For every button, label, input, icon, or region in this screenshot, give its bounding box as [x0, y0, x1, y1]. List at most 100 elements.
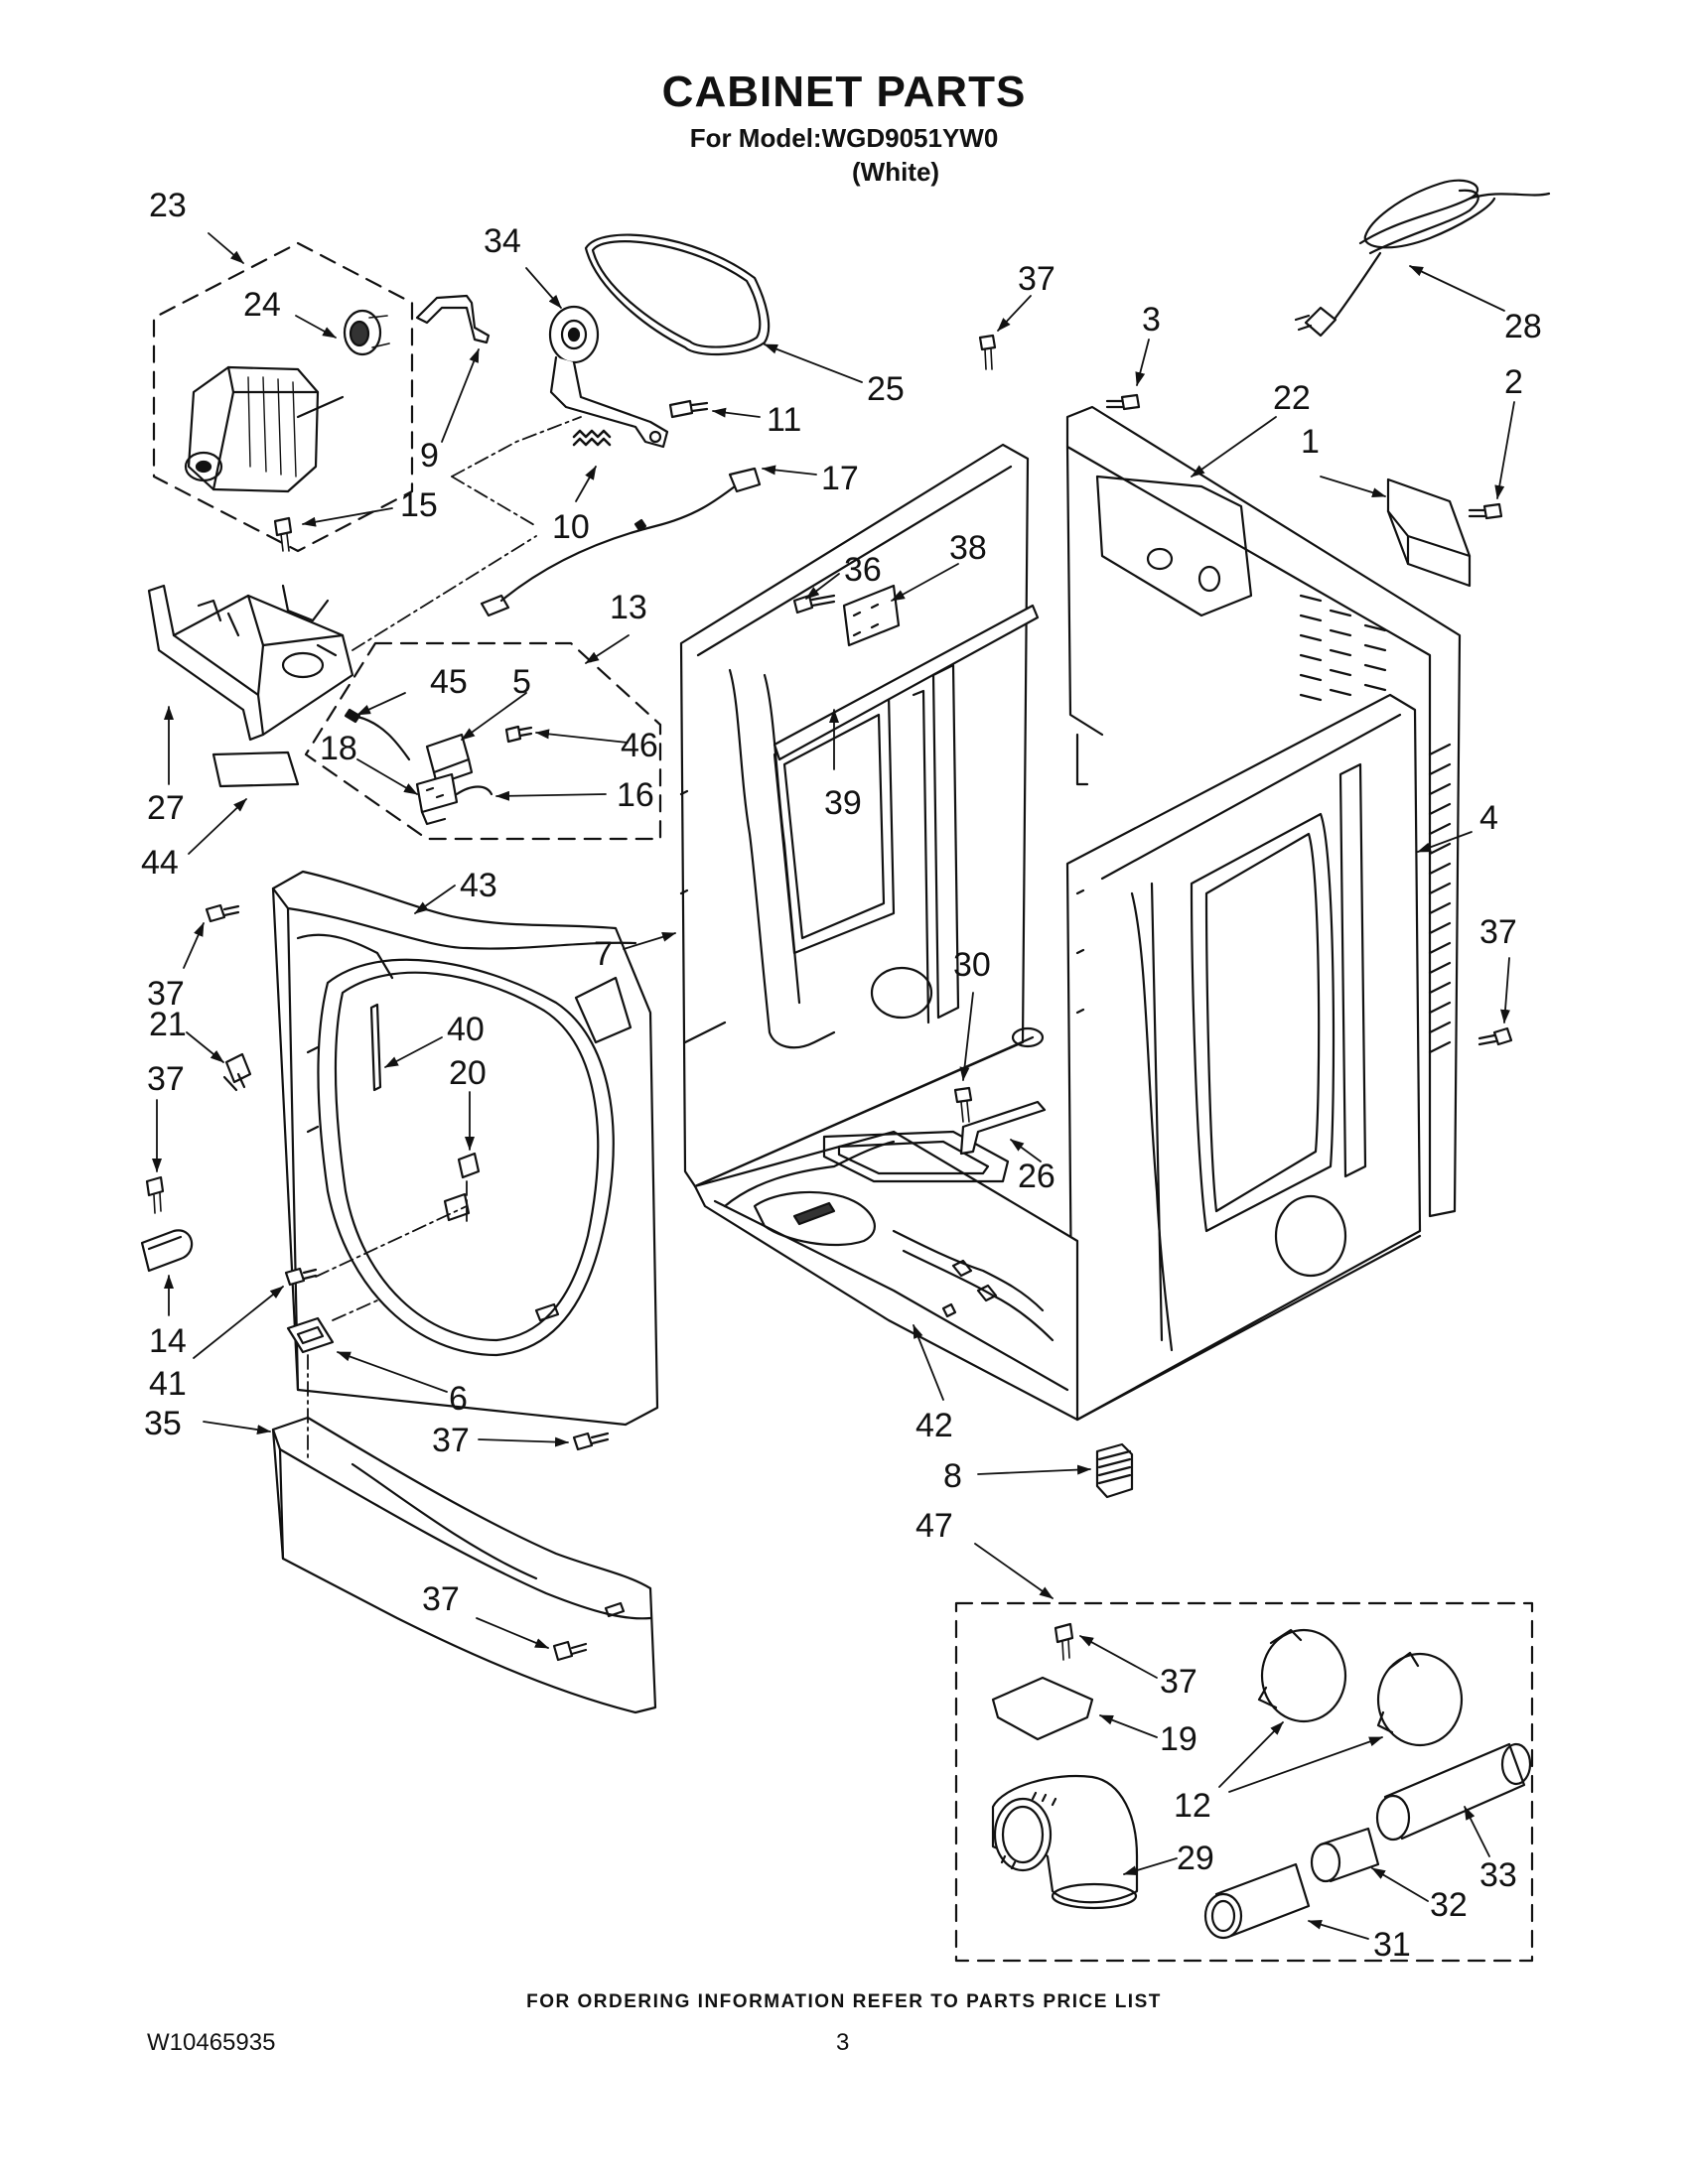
leader-lines	[152, 232, 1515, 1940]
screw-37-top-part	[978, 334, 997, 370]
page-number: 3	[836, 2029, 850, 2056]
label-44-part	[211, 751, 300, 788]
leveling-leg-part	[1095, 1442, 1134, 1499]
clip-21-part	[222, 1052, 252, 1092]
callout-34: 34	[484, 222, 521, 260]
callout-37-kit: 37	[1160, 1663, 1197, 1701]
ordering-note: FOR ORDERING INFORMATION REFER TO PARTS …	[526, 1991, 1162, 2012]
callout-46: 46	[621, 727, 658, 764]
switch-assembly-outline	[304, 641, 662, 841]
rear-vents-part	[1428, 743, 1452, 1054]
callout-21: 21	[149, 1006, 187, 1043]
screw-46-part	[504, 725, 533, 744]
callout-4: 4	[1479, 799, 1498, 837]
callout-9: 9	[420, 437, 439, 475]
vent-hood-12b-part	[1376, 1651, 1464, 1747]
callout-29: 29	[1177, 1840, 1214, 1877]
cabinet-base-part	[693, 1026, 1079, 1422]
vent-hood-12a-part	[1257, 1628, 1347, 1723]
callout-36: 36	[844, 551, 882, 589]
screw-37-toe-part	[552, 1640, 588, 1662]
power-cord-part	[1294, 179, 1551, 338]
panel-plate-40-part	[369, 1003, 382, 1092]
door-switch-part	[344, 708, 474, 786]
motor-pulley-part	[343, 309, 390, 356]
callout-37-top: 37	[1018, 260, 1055, 298]
callout-38: 38	[949, 529, 987, 567]
callout-2: 2	[1504, 363, 1523, 401]
callout-13: 13	[610, 589, 647, 626]
elbow-29-part	[991, 1775, 1139, 1910]
screw-2-part	[1468, 502, 1503, 520]
callout-37-front-bottom: 37	[432, 1422, 470, 1459]
callout-23: 23	[149, 187, 187, 224]
callout-33: 33	[1479, 1856, 1517, 1894]
bracket-6-part	[286, 1316, 335, 1354]
idler-spring-part	[572, 429, 612, 447]
callout-41: 41	[149, 1365, 187, 1403]
callout-42: 42	[915, 1407, 953, 1444]
callout-5: 5	[512, 663, 531, 701]
model-line: For Model:WGD9051YW0	[689, 123, 999, 153]
callout-45: 45	[430, 663, 468, 701]
screw-30-part	[953, 1086, 973, 1123]
callout-11: 11	[767, 401, 801, 439]
top-bracket-part	[773, 584, 1040, 761]
toe-panel-part	[271, 1416, 657, 1714]
callout-43: 43	[460, 867, 497, 904]
callout-numbers: 23 24 9 34 25 11 17 10 15 13 45 5 46 18 …	[141, 187, 1542, 1964]
callout-22: 22	[1273, 379, 1311, 417]
callout-37-right: 37	[1479, 913, 1517, 951]
callout-37-toe: 37	[422, 1580, 460, 1618]
callout-19: 19	[1160, 1720, 1197, 1758]
callout-8: 8	[943, 1457, 962, 1495]
callout-18: 18	[320, 730, 357, 767]
callout-12: 12	[1174, 1787, 1211, 1825]
motor-mount-part	[147, 584, 354, 742]
door-strike-part	[443, 1152, 481, 1222]
callout-37-left-upper: 37	[147, 975, 185, 1013]
callout-31: 31	[1373, 1926, 1411, 1964]
screw-37-left-mid-part	[145, 1175, 165, 1214]
callout-28: 28	[1504, 308, 1542, 345]
screw-37-kit-part	[1054, 1622, 1074, 1661]
idler-pulley-part	[548, 305, 669, 449]
screw-37-left-upper-part	[205, 903, 240, 923]
callout-39: 39	[824, 784, 862, 822]
callout-30: 30	[953, 946, 991, 984]
callout-16: 16	[617, 776, 654, 814]
screw-41-part	[284, 1267, 318, 1287]
switch-bracket-part	[415, 772, 493, 826]
callout-35: 35	[144, 1405, 182, 1442]
exhaust-kit-outline	[954, 1601, 1534, 1963]
duct-31-part	[1203, 1862, 1311, 1940]
cabinet-side-panel-part	[679, 443, 1035, 1188]
duct-33-part	[1375, 1742, 1532, 1842]
callout-47: 47	[915, 1507, 953, 1545]
screw-11-part	[668, 399, 709, 419]
motor-strap-part	[415, 294, 491, 344]
drive-belt-part	[584, 233, 771, 355]
callout-20: 20	[449, 1054, 487, 1092]
wire-harness-part	[480, 467, 762, 617]
callout-7: 7	[594, 935, 613, 973]
motor-assembly-outline	[152, 241, 414, 553]
rear-panel-part	[1065, 405, 1462, 1218]
callout-15: 15	[400, 486, 438, 524]
screw-37-front-bottom-part	[572, 1432, 610, 1451]
terminal-block-part	[1386, 478, 1472, 588]
clamp-14-part	[140, 1229, 194, 1273]
callout-26: 26	[1018, 1158, 1055, 1195]
document-number: W10465935	[147, 2029, 276, 2056]
cover-plate-19-part	[991, 1676, 1094, 1741]
callout-32: 32	[1430, 1886, 1468, 1924]
screw-3-part	[1105, 393, 1141, 411]
color-line: (White)	[852, 157, 940, 187]
bolt-15-part	[273, 516, 293, 552]
callout-14: 14	[149, 1322, 187, 1360]
callout-24: 24	[243, 286, 281, 324]
duct-32-part	[1310, 1827, 1380, 1883]
callout-10: 10	[552, 508, 590, 546]
callout-44: 44	[141, 844, 179, 882]
